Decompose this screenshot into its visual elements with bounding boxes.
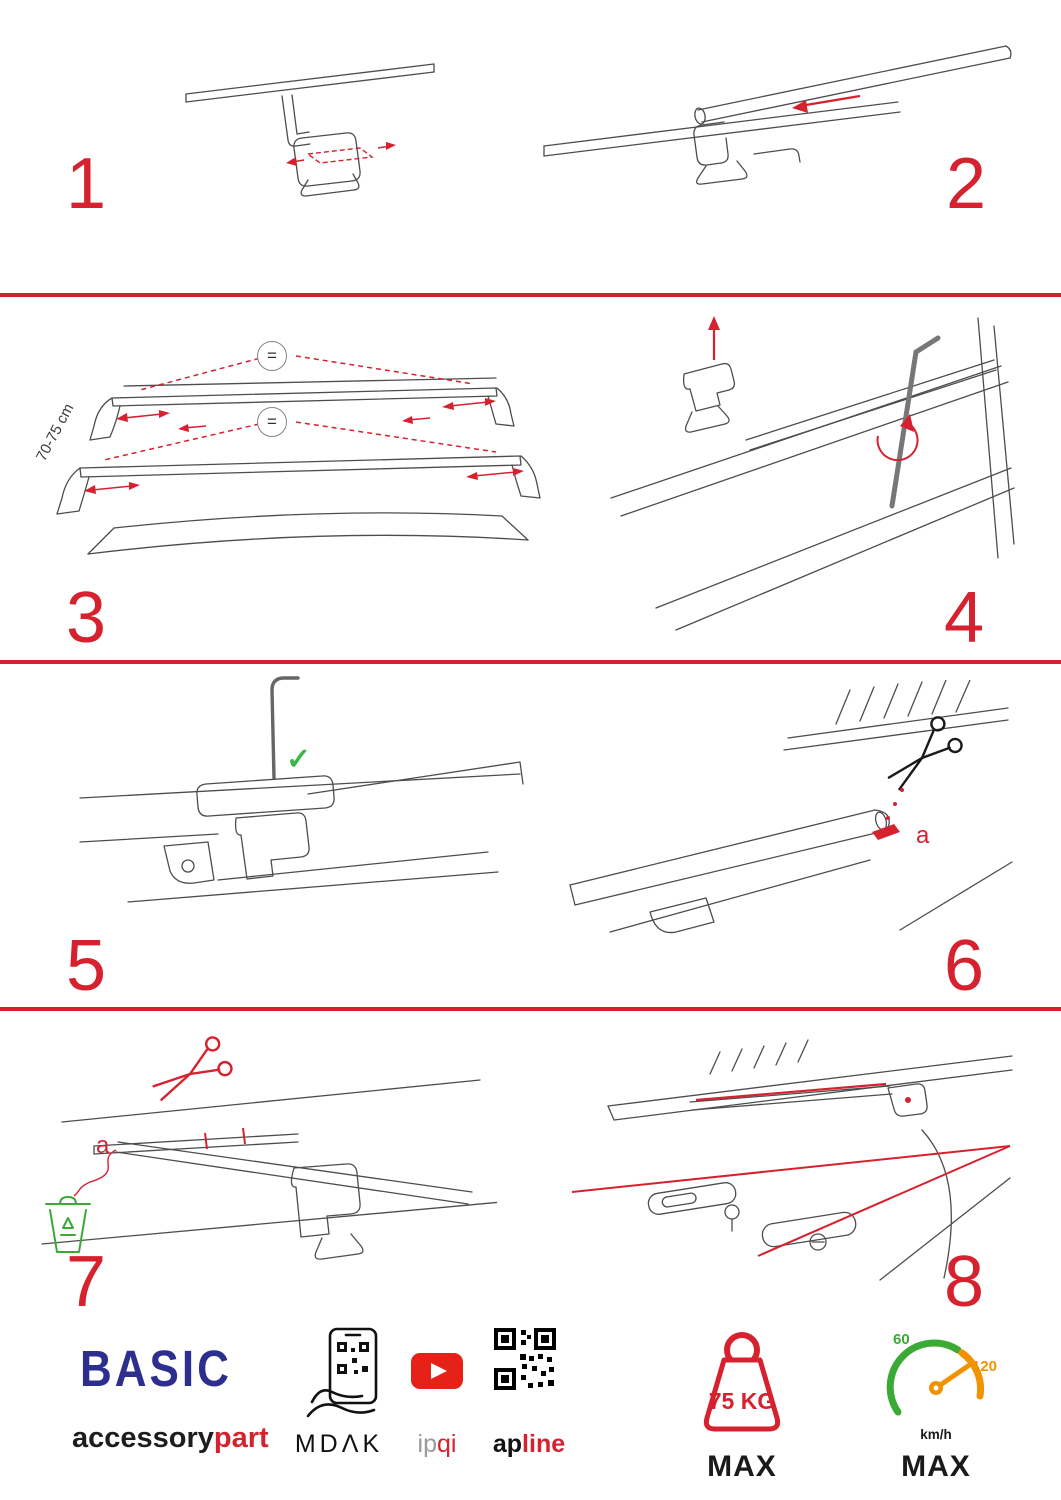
scissors-icon [887, 716, 963, 791]
brand-subtitle-left: accessory [72, 1422, 214, 1454]
step-3-number: 3 [66, 578, 107, 658]
step-1-illustration [185, 63, 435, 197]
partner-apline-right: line [522, 1430, 566, 1458]
max-weight-value: 75 KG [708, 1388, 776, 1414]
max-weight-label: MAX [707, 1450, 777, 1483]
correct-check-icon: ✓ [286, 743, 312, 776]
max-weight-icon [703, 1332, 781, 1432]
step-5-illustration [79, 676, 524, 903]
step-6-number: 6 [944, 926, 985, 1006]
equal-spacing-badge-2: = [257, 407, 287, 437]
partner-apline-left: ap [492, 1430, 523, 1458]
step-3-illustration [56, 355, 541, 555]
step-4-number: 4 [944, 578, 985, 658]
step-6-illustration [569, 680, 1013, 934]
partner-mdak: MDΛK [294, 1430, 384, 1458]
strip-label-a-2: a [96, 1132, 110, 1159]
scissors-icon-red [152, 1036, 233, 1101]
equal-sign: = [267, 346, 277, 365]
step-7-number: 7 [66, 1242, 107, 1322]
step-2-number: 2 [946, 144, 987, 224]
phone-qr-scan-icon [306, 1327, 378, 1418]
section-divider-1 [0, 293, 1061, 297]
pad-highlight [291, 145, 391, 164]
equal-spacing-badge-1: = [257, 341, 287, 371]
step-5-number: 5 [66, 926, 107, 1006]
qr-code-icon [494, 1328, 556, 1390]
speed-high-tick: 120 [972, 1358, 998, 1375]
step-8-illustration [571, 1039, 1013, 1281]
partner-ipqi-right: qi [437, 1430, 457, 1458]
equal-sign: = [267, 412, 277, 431]
strip-label-a: a [916, 822, 930, 849]
step-2-illustration [543, 45, 1012, 185]
step-8-number: 8 [944, 1242, 985, 1322]
step-7-illustration [41, 1036, 497, 1260]
slide-arrow [792, 94, 861, 113]
partner-apline: apline [483, 1430, 575, 1459]
step-4-illustration [610, 316, 1015, 631]
section-divider-2 [0, 660, 1061, 664]
cut-marks [73, 1127, 246, 1197]
dimension-arrows [91, 355, 517, 491]
max-speed-label: MAX [901, 1450, 971, 1483]
brand-subtitle-right: part [213, 1422, 269, 1454]
cut-strip-end [872, 788, 904, 840]
section-divider-3 [0, 1007, 1061, 1011]
speed-low-tick: 60 [893, 1331, 910, 1348]
brand-subtitle: accessorypart [72, 1422, 269, 1455]
tighten-arrows [708, 316, 919, 462]
alignment-lines [571, 1082, 1011, 1257]
speedometer-icon [886, 1339, 985, 1416]
partner-ipqi-left: ip [417, 1430, 437, 1458]
partner-ipqi: ipqi [406, 1430, 468, 1459]
allen-key-icon [889, 335, 941, 509]
brand-logo: BASIC [80, 1341, 232, 1398]
step-1-number: 1 [66, 144, 107, 224]
speed-unit-label: km/h [920, 1427, 952, 1442]
youtube-icon [411, 1353, 463, 1389]
trash-bin-icon [45, 1196, 91, 1253]
